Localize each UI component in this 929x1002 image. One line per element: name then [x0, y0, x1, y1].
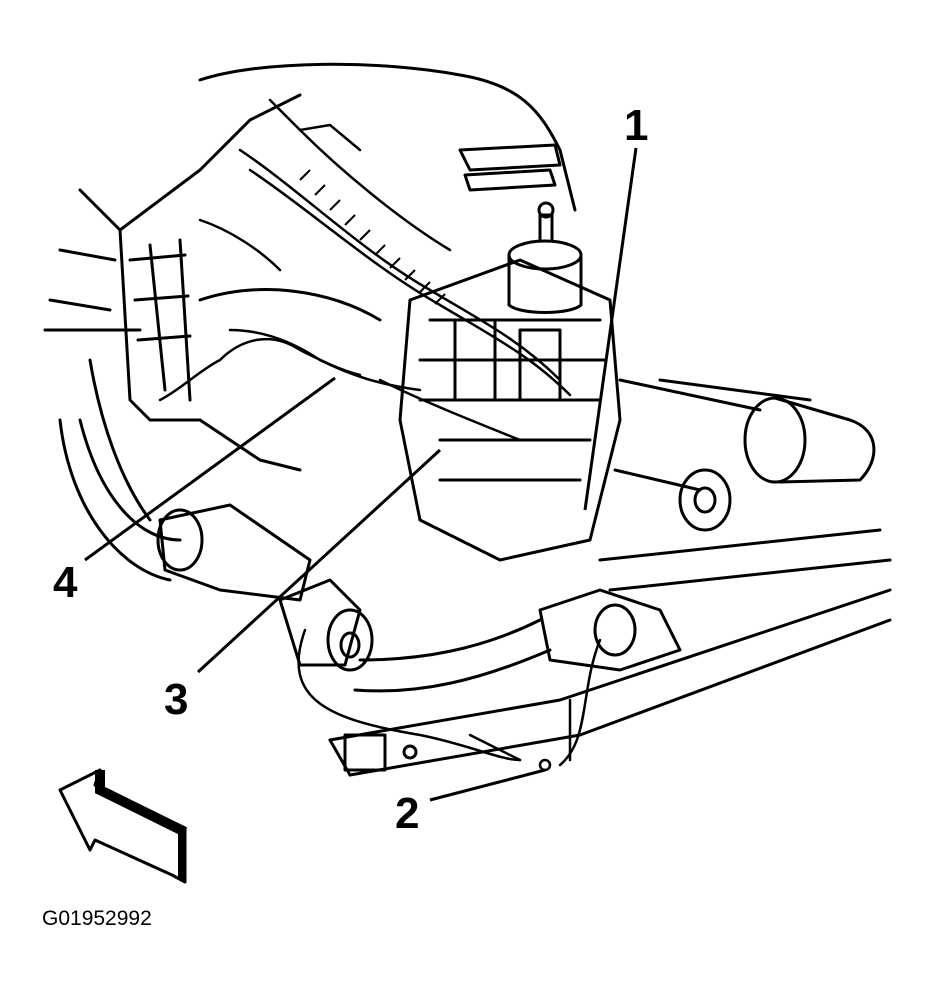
- leader-1: [583, 147, 638, 511]
- transmission-housing: [43, 62, 577, 522]
- leader-3: [196, 448, 442, 674]
- oxygen-sensor-wires: [158, 337, 602, 772]
- front-direction-arrow-icon: [58, 768, 188, 884]
- wiring-harness: [198, 98, 572, 442]
- leader-4: [84, 376, 336, 562]
- harness-conduit: [299, 169, 446, 305]
- callout-leaders: [84, 147, 638, 802]
- callout-1: 1: [624, 101, 648, 150]
- callout-2: 2: [395, 789, 419, 838]
- rear-driveshaft: [613, 378, 876, 532]
- leader-2: [429, 768, 546, 802]
- callout-4: 4: [53, 558, 78, 607]
- transfer-case: [398, 258, 622, 562]
- frame-rail: [328, 528, 892, 777]
- vent-cylinder: [507, 201, 583, 314]
- callout-3: 3: [164, 675, 188, 724]
- mount-bracket: [458, 143, 562, 192]
- exhaust-pipe: [58, 418, 682, 693]
- figure-id: G01952992: [42, 907, 152, 930]
